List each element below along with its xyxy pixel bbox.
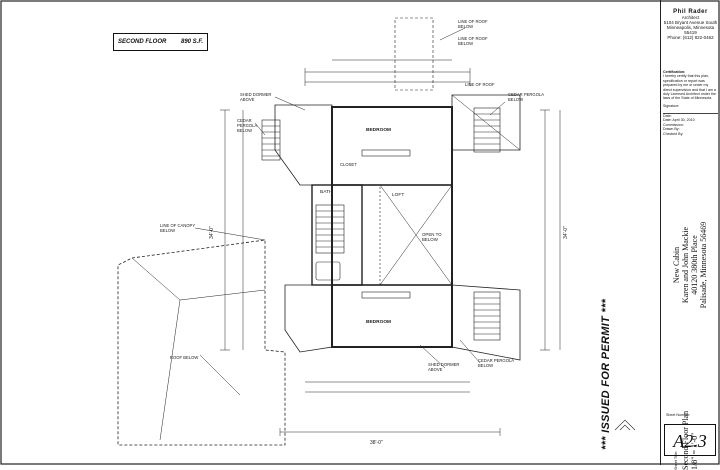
room-bedroom-south: BEDROOM [366, 320, 392, 325]
roof-north-right-hip [451, 94, 521, 151]
project-line: 40120 380th Place [690, 235, 699, 295]
meta-commission: Commission: [663, 122, 684, 127]
firm-line: 5104 Bryant Avenue South [663, 20, 718, 25]
roof-south-left [284, 284, 333, 353]
bath-walls [311, 184, 363, 286]
meta-signature: Signature: [663, 104, 680, 108]
note-roof-below-top-2: LINE OF ROOF BELOW [458, 36, 488, 46]
roof-south-right [451, 284, 521, 361]
floor-name: SECOND FLOOR [118, 39, 167, 45]
floor-area: 890 S.F. [180, 39, 203, 45]
open-x-line-2 [379, 184, 453, 286]
bathtub [315, 261, 341, 281]
note-roof-below-left: ROOF BELOW [170, 355, 199, 360]
note-canopy-below: LINE OF CANOPY BELOW [160, 223, 196, 233]
pergola-north-left [261, 119, 281, 161]
closet-shelf-north [361, 149, 411, 157]
meta-date: Date: April 30, 2010 [663, 118, 695, 123]
floor-plan [117, 17, 636, 446]
roof-hip-line [159, 299, 181, 441]
south-bedroom-walls [331, 284, 453, 348]
room-bedroom-north: BEDROOM [366, 128, 392, 133]
cert-text: I hereby certify that this plan, specifi… [663, 74, 716, 101]
roof-ridge-line [131, 257, 266, 301]
meta-drawn-by: Drawn By: [663, 127, 680, 132]
room-bath: BATH [320, 190, 333, 195]
title-block [660, 0, 720, 465]
cert-heading: Certification: [663, 70, 686, 74]
open-to-below-area [379, 184, 453, 286]
sheet-number: A2.3 [664, 424, 716, 456]
room-open-to-below: OPEN TO BELOW [422, 232, 442, 242]
issued-for-permit-stamp: *** ISSUED FOR PERMIT *** [600, 298, 612, 450]
note-line-of-roof: LINE OF ROOF [465, 82, 495, 87]
meta-checked-by: Checked By: [663, 131, 684, 136]
note-pergola-north-left: CEDAR PERGOLA BELOW [237, 118, 258, 133]
project-line: Palisade, Minnesota 56469 [699, 221, 708, 309]
roof-below-outline [117, 239, 286, 446]
firm-name: Phil Rader [673, 9, 708, 15]
dim-overall-right: 34'-0" [562, 226, 569, 239]
roof-top-outline [394, 17, 434, 91]
project-line: Karen and John Mackie [681, 226, 690, 304]
main-walls [331, 106, 453, 348]
note-pergola-north-right: CEDAR PERGOLA BELOW [508, 92, 544, 102]
firm-line: Minneapolis, Minnesota 55419 [666, 25, 715, 35]
sheet-meta: Signature: Date: Date: April 30, 2010 Co… [663, 104, 718, 137]
note-roof-below-top: LINE OF ROOF BELOW [458, 19, 488, 29]
project-line: New Cabin [672, 246, 681, 284]
dimension-lines [220, 68, 561, 436]
sheet-number-label: Sheet Number: [666, 413, 691, 417]
leader-lines [194, 27, 506, 396]
note-pergola-south-right: CEDAR PERGOLA BELOW [478, 358, 514, 368]
firm-line: Architect [681, 15, 700, 20]
firm-line: Phone: (612) 822-0462 [667, 35, 714, 40]
room-loft: LOFT [392, 193, 405, 198]
floor-area-tag: SECOND FLOOR 890 S.F. [113, 33, 208, 51]
room-closet: CLOSET [340, 162, 357, 167]
meta-date-label: Date: [663, 112, 718, 119]
project-info: New Cabin Karen and John Mackie 40120 38… [672, 160, 712, 370]
north-bedroom-walls [331, 106, 453, 186]
closet-shelf-south [361, 291, 411, 299]
north-arrow [614, 419, 636, 431]
stairs [315, 204, 345, 254]
note-shed-dormer-north: SHED DORMER ABOVE [240, 92, 272, 102]
pergola-north-right [473, 107, 501, 153]
dim-overall-left: 34'-0" [208, 226, 215, 239]
note-shed-dormer-south: SHED DORMER ABOVE [428, 362, 460, 372]
pergola-south-right [473, 291, 501, 341]
dim-overall-bottom: 38'-0" [370, 440, 383, 446]
certification: Certification: I hereby certify that thi… [663, 70, 718, 101]
roof-north-left [274, 104, 333, 186]
firm-info: Phil Rader Architect 5104 Bryant Avenue … [663, 9, 718, 40]
